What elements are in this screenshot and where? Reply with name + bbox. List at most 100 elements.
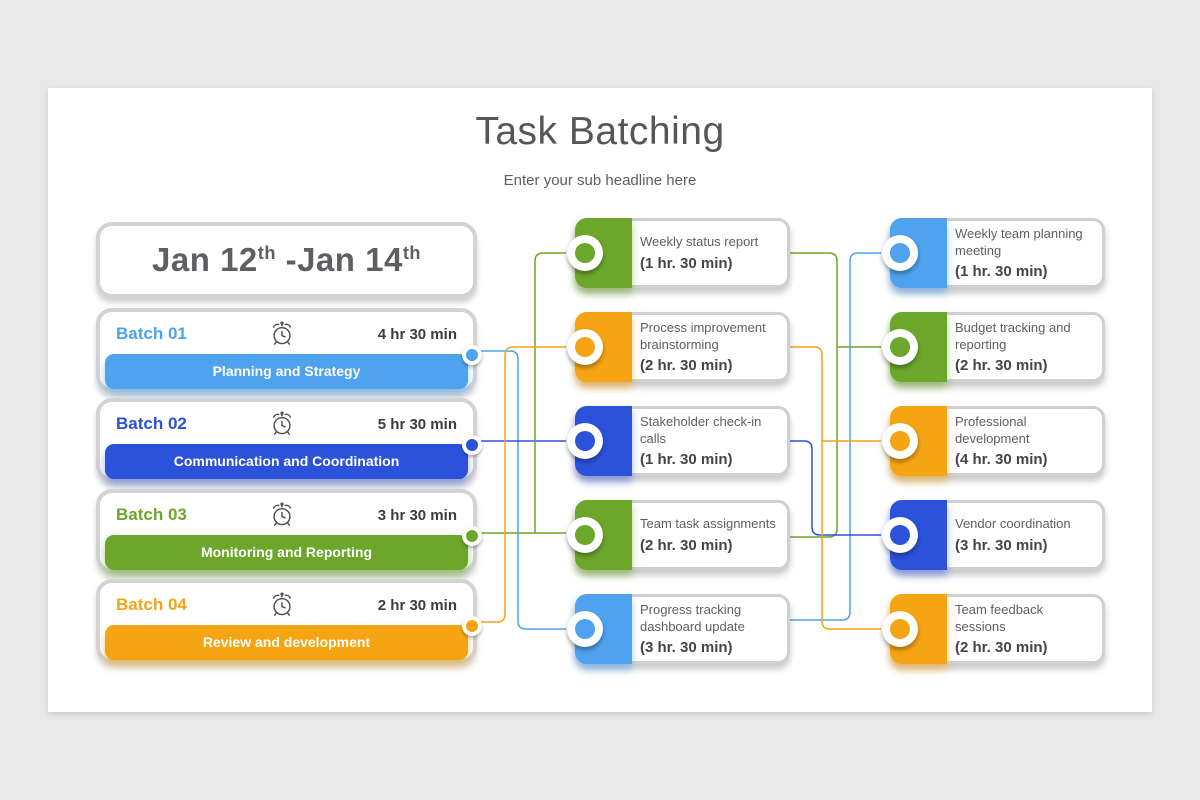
- task-duration: (1 hr. 30 min): [640, 254, 733, 272]
- date-superscript: th: [402, 243, 421, 263]
- connector-dot: [462, 435, 482, 455]
- connector-dot: [462, 345, 482, 365]
- task-connector-circle: [567, 235, 603, 271]
- task-card: Progress tracking dashboard update (3 hr…: [567, 594, 790, 664]
- task-text-block: Team feedback sessions (2 hr. 30 min): [955, 597, 1096, 661]
- task-connector-circle-fill: [575, 243, 595, 263]
- batch-category-banner: Review and development: [105, 625, 468, 660]
- batch-duration: 3 hr 30 min: [377, 506, 457, 524]
- batch-category-banner: Planning and Strategy: [105, 354, 468, 389]
- task-card: Professional development (4 hr. 30 min): [882, 406, 1105, 476]
- task-connector-circle-fill: [575, 619, 595, 639]
- task-title: Progress tracking dashboard update: [640, 602, 745, 634]
- task-connector-circle-fill: [575, 337, 595, 357]
- page-subtitle: Enter your sub headline here: [503, 172, 697, 189]
- task-card: Process improvement brainstorming (2 hr.…: [567, 312, 790, 382]
- connector-dot-fill: [466, 439, 478, 451]
- date-superscript: th: [257, 243, 276, 263]
- task-duration: (3 hr. 30 min): [955, 536, 1048, 554]
- task-connector-circle-fill: [575, 525, 595, 545]
- connector-dot: [462, 526, 482, 546]
- batch-label: Batch 01: [116, 324, 187, 343]
- batch-card-header: Batch 02 5 hr 30 min: [100, 402, 473, 444]
- batch-duration: 4 hr 30 min: [377, 325, 457, 343]
- date-part: Jan 12: [152, 241, 258, 278]
- task-connector-circle: [882, 329, 918, 365]
- batch-card-header: Batch 03 3 hr 30 min: [100, 493, 473, 535]
- task-text-block: Budget tracking and reporting (2 hr. 30 …: [955, 315, 1096, 379]
- task-title: Professional development: [955, 414, 1030, 446]
- task-title: Weekly status report: [640, 234, 759, 250]
- task-card: Weekly team planning meeting (1 hr. 30 m…: [882, 218, 1105, 288]
- task-text-block: Progress tracking dashboard update (3 hr…: [640, 597, 781, 661]
- task-title: Team task assignments: [640, 516, 776, 532]
- task-duration: (2 hr. 30 min): [640, 356, 733, 374]
- batch-label: Batch 04: [116, 595, 187, 614]
- batch-category-banner: Monitoring and Reporting: [105, 535, 468, 570]
- task-card: Stakeholder check-in calls (1 hr. 30 min…: [567, 406, 790, 476]
- task-title: Process improvement brainstorming: [640, 320, 766, 352]
- alarm-clock-icon: [273, 321, 292, 345]
- task-title: Weekly team planning meeting: [955, 226, 1083, 258]
- task-card: Vendor coordination (3 hr. 30 min): [882, 500, 1105, 570]
- batch-card-3: Batch 03 3 hr 30 min Monitoring and Repo…: [96, 489, 482, 573]
- task-text-block: Team task assignments (2 hr. 30 min): [640, 503, 781, 567]
- task-text-block: Weekly status report (1 hr. 30 min): [640, 221, 781, 285]
- task-text-block: Weekly team planning meeting (1 hr. 30 m…: [955, 221, 1096, 285]
- task-connector-circle: [567, 329, 603, 365]
- task-duration: (1 hr. 30 min): [955, 262, 1048, 280]
- task-title: Budget tracking and reporting: [955, 320, 1071, 352]
- task-connector-circle: [882, 517, 918, 553]
- task-connector-circle-fill: [890, 243, 910, 263]
- date-range-card: Jan 12th -Jan 14th: [96, 222, 477, 298]
- date-range-text: Jan 12th -Jan 14th: [152, 241, 421, 279]
- task-connector-circle-fill: [890, 337, 910, 357]
- task-title: Team feedback sessions: [955, 602, 1044, 634]
- batch-duration: 5 hr 30 min: [377, 415, 457, 433]
- batch-card-header: Batch 01 4 hr 30 min: [100, 312, 473, 354]
- task-title: Stakeholder check-in calls: [640, 414, 762, 446]
- batch-label: Batch 02: [116, 414, 187, 433]
- task-connector-circle-fill: [890, 619, 910, 639]
- task-duration: (1 hr. 30 min): [640, 450, 733, 468]
- batch-label: Batch 03: [116, 505, 187, 524]
- batch-card-header: Batch 04 2 hr 30 min: [100, 583, 473, 625]
- batch-duration: 2 hr 30 min: [377, 596, 457, 614]
- task-duration: (2 hr. 30 min): [955, 356, 1048, 374]
- task-title: Vendor coordination: [955, 516, 1071, 532]
- alarm-clock-icon: [273, 502, 292, 526]
- task-connector-circle: [567, 611, 603, 647]
- task-duration: (4 hr. 30 min): [955, 450, 1048, 468]
- batch-category-banner: Communication and Coordination: [105, 444, 468, 479]
- page-title: Task Batching: [475, 110, 725, 153]
- task-connector-circle: [882, 611, 918, 647]
- alarm-clock-icon: [273, 411, 292, 435]
- connector-dot-fill: [466, 349, 478, 361]
- batch-card-2: Batch 02 5 hr 30 min Communication and C…: [96, 398, 482, 482]
- task-text-block: Process improvement brainstorming (2 hr.…: [640, 315, 781, 379]
- task-connector-circle: [567, 517, 603, 553]
- task-text-block: Vendor coordination (3 hr. 30 min): [955, 503, 1096, 567]
- task-text-block: Professional development (4 hr. 30 min): [955, 409, 1096, 473]
- task-duration: (2 hr. 30 min): [640, 536, 733, 554]
- alarm-clock-icon: [273, 592, 292, 616]
- task-text-block: Stakeholder check-in calls (1 hr. 30 min…: [640, 409, 781, 473]
- task-duration: (2 hr. 30 min): [955, 638, 1048, 656]
- task-connector-circle: [882, 423, 918, 459]
- task-card: Budget tracking and reporting (2 hr. 30 …: [882, 312, 1105, 382]
- task-connector-circle-fill: [575, 431, 595, 451]
- task-connector-circle: [567, 423, 603, 459]
- task-card: Weekly status report (1 hr. 30 min): [567, 218, 790, 288]
- batch-card-1: Batch 01 4 hr 30 min Planning and Strate…: [96, 308, 482, 392]
- connector-dot: [462, 616, 482, 636]
- task-connector-circle-fill: [890, 525, 910, 545]
- batch-card-4: Batch 04 2 hr 30 min Review and developm…: [96, 579, 482, 663]
- connector-dot-fill: [466, 530, 478, 542]
- date-part: -Jan 14: [275, 241, 403, 278]
- task-duration: (3 hr. 30 min): [640, 638, 733, 656]
- task-card: Team feedback sessions (2 hr. 30 min): [882, 594, 1105, 664]
- connector-dot-fill: [466, 620, 478, 632]
- task-connector-circle-fill: [890, 431, 910, 451]
- task-card: Team task assignments (2 hr. 30 min): [567, 500, 790, 570]
